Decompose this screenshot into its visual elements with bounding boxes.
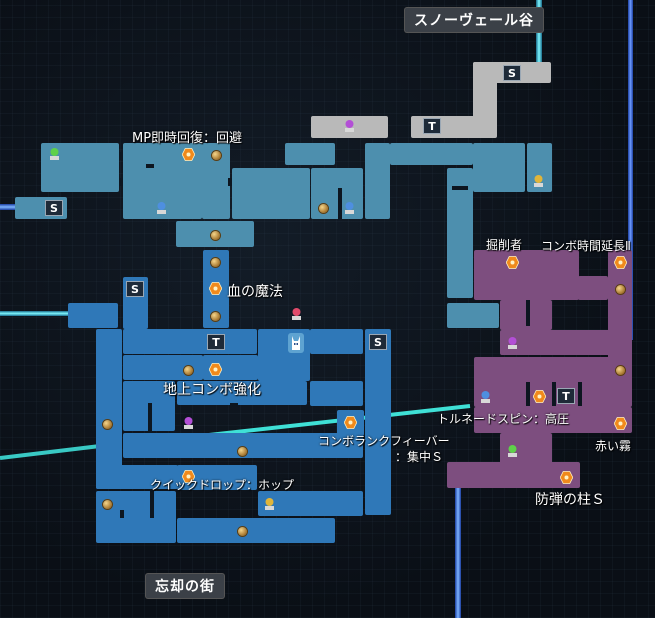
player-icon xyxy=(288,333,304,353)
room[interactable] xyxy=(310,329,363,354)
save-point-icon[interactable]: S xyxy=(369,334,387,350)
item-orb-icon xyxy=(211,312,220,321)
statue-icon xyxy=(345,202,354,214)
relic-hex-icon xyxy=(614,417,627,430)
item-orb-icon xyxy=(184,366,193,375)
relic-hex-icon xyxy=(182,148,195,161)
teleport-icon[interactable]: T xyxy=(423,118,441,134)
room-divider xyxy=(120,510,124,518)
statue-icon xyxy=(292,308,301,320)
item-orb-icon xyxy=(103,500,112,509)
room[interactable] xyxy=(473,143,525,192)
label-combo-rank-fever: コンボランクフィーバー xyxy=(318,434,450,448)
room-divider xyxy=(338,188,342,219)
label-quick-drop: クイックドロップ：ホップ xyxy=(150,478,295,492)
item-orb-icon xyxy=(211,258,220,267)
save-point-icon[interactable]: S xyxy=(503,65,521,81)
room-divider xyxy=(119,178,123,186)
label-digger: 掘削者 xyxy=(486,238,523,252)
label-mp-recovery: MP即時回復：回避 xyxy=(132,131,243,146)
save-point-icon[interactable]: S xyxy=(45,200,63,216)
label-red-mist: 赤い霧 xyxy=(595,439,632,453)
light-beam-left-upper xyxy=(0,204,16,210)
label-ground-combo: 地上コンボ強化 xyxy=(163,382,261,398)
room[interactable] xyxy=(68,303,118,328)
room-divider xyxy=(148,403,152,433)
room-divider xyxy=(526,300,530,326)
room-divider xyxy=(526,382,530,406)
room[interactable] xyxy=(365,143,390,219)
statue-icon xyxy=(157,202,166,214)
light-beam-bottom xyxy=(455,488,461,618)
relic-hex-icon xyxy=(182,470,195,483)
room[interactable] xyxy=(232,168,310,219)
room[interactable] xyxy=(365,329,391,515)
item-orb-icon xyxy=(212,151,221,160)
statue-icon xyxy=(481,391,490,403)
relic-hex-icon xyxy=(614,256,627,269)
relic-hex-icon xyxy=(209,282,222,295)
area-title-oblivion-city: 忘却の街 xyxy=(146,574,224,598)
room[interactable] xyxy=(474,407,632,433)
item-orb-icon xyxy=(616,285,625,294)
label-tornado-spin: トルネードスピン：高圧 xyxy=(437,412,570,426)
room-divider xyxy=(552,382,556,406)
item-orb-icon xyxy=(238,447,247,456)
label-combo-rank-focus: ：集中Ｓ xyxy=(395,450,444,464)
item-orb-icon xyxy=(319,204,328,213)
room[interactable] xyxy=(447,462,580,488)
item-orb-icon xyxy=(616,366,625,375)
room[interactable] xyxy=(96,491,176,543)
room[interactable] xyxy=(311,168,363,219)
item-orb-icon xyxy=(238,527,247,536)
relic-hex-icon xyxy=(209,363,222,376)
light-beam-right xyxy=(628,0,633,340)
area-title-snowvale: スノーヴェール谷 xyxy=(405,8,543,32)
room-divider xyxy=(525,150,527,160)
room[interactable] xyxy=(310,381,363,406)
room[interactable] xyxy=(123,329,257,354)
room[interactable] xyxy=(258,329,310,381)
room[interactable] xyxy=(96,465,178,489)
room-divider xyxy=(150,489,154,518)
label-bulletproof-pillar: 防弾の柱Ｓ xyxy=(535,492,605,508)
teleport-icon[interactable]: T xyxy=(557,388,575,404)
item-orb-icon xyxy=(103,420,112,429)
room[interactable] xyxy=(177,381,307,405)
label-combo-time-extend: コンボ時間延長Ⅱ xyxy=(541,239,631,253)
room[interactable] xyxy=(447,303,499,328)
relic-hex-icon xyxy=(344,416,357,429)
room-divider xyxy=(578,382,582,406)
room[interactable] xyxy=(96,329,122,489)
room[interactable] xyxy=(578,276,608,300)
statue-icon xyxy=(508,337,517,349)
room[interactable] xyxy=(390,143,473,165)
statue-icon xyxy=(534,175,543,187)
room-divider xyxy=(119,152,123,160)
label-blood-magic: 血の魔法 xyxy=(227,284,283,300)
room-divider xyxy=(146,164,154,168)
teleport-icon[interactable]: T xyxy=(207,334,225,350)
room[interactable] xyxy=(474,250,579,300)
relic-hex-icon xyxy=(533,390,546,403)
room-divider xyxy=(230,403,238,407)
room[interactable] xyxy=(285,143,335,165)
relic-hex-icon xyxy=(560,471,573,484)
item-orb-icon xyxy=(211,231,220,240)
statue-icon xyxy=(50,148,59,160)
room-divider xyxy=(228,178,232,186)
room[interactable] xyxy=(500,330,632,355)
room[interactable] xyxy=(258,491,363,516)
light-beam-left-mid xyxy=(0,311,70,316)
statue-icon xyxy=(508,445,517,457)
room[interactable] xyxy=(177,518,335,543)
relic-hex-icon xyxy=(506,256,519,269)
room-divider xyxy=(452,186,468,190)
save-point-icon[interactable]: S xyxy=(126,281,144,297)
statue-icon xyxy=(184,417,193,429)
statue-icon xyxy=(345,120,354,132)
statue-icon xyxy=(265,498,274,510)
